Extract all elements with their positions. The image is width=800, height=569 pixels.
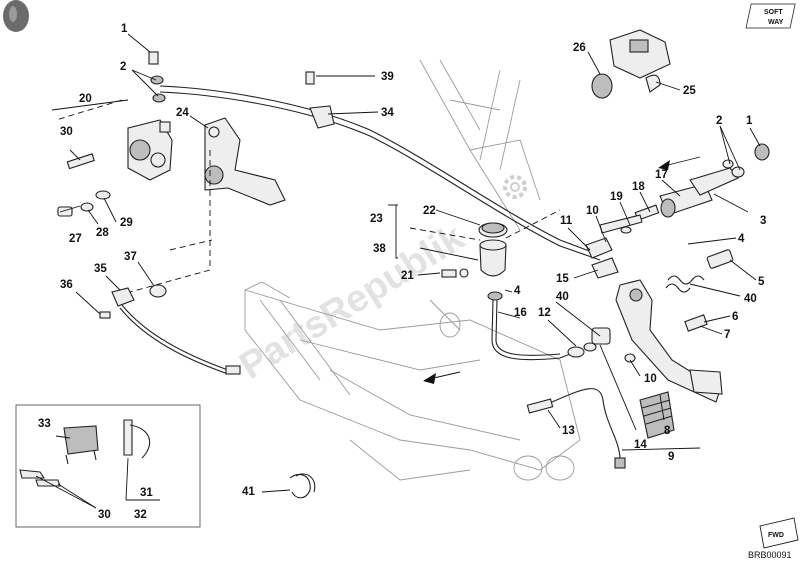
callout: 32 — [134, 509, 147, 521]
softway-logo: SOFT WAY — [745, 3, 796, 29]
callout: 34 — [381, 107, 394, 119]
callout: 22 — [423, 205, 436, 217]
callout: 1 — [746, 115, 753, 127]
pedal-pivot-bolt — [706, 249, 734, 269]
leader-lines — [35, 33, 761, 509]
direction-arrow-icon — [423, 371, 461, 384]
callout: 29 — [120, 217, 133, 229]
reservoir-bolt — [441, 268, 469, 278]
callout: 37 — [124, 251, 137, 263]
callout: 4 — [738, 233, 745, 245]
master-cylinder-upper — [591, 29, 671, 99]
callout: 8 — [664, 425, 671, 437]
callout: 40 — [556, 291, 569, 303]
hose-clamp — [305, 71, 335, 129]
rear-caliper — [66, 119, 173, 181]
callout: 9 — [668, 451, 674, 463]
upper-bolts — [722, 143, 770, 178]
fwd-arrow-icon: FWD — [759, 517, 799, 549]
pedal-bushing — [684, 314, 708, 332]
callout: 3 — [760, 215, 766, 227]
direction-arrow-icon — [658, 156, 701, 170]
watermark-gear-icon — [503, 175, 527, 199]
callout: 21 — [401, 270, 414, 282]
callout: 12 — [538, 307, 551, 319]
callout: 25 — [683, 85, 696, 97]
callout: 38 — [373, 243, 386, 255]
callout: 31 — [140, 487, 153, 499]
callout: 11 — [560, 215, 573, 227]
callout: 2 — [120, 61, 126, 73]
fluid-reservoir — [478, 222, 581, 361]
logo-line1: SOFT — [764, 9, 783, 16]
callout-labels: 1 2 20 30 24 39 34 26 25 2 1 17 18 19 3 … — [38, 23, 766, 521]
callout: 40 — [744, 293, 757, 305]
callout: 24 — [176, 107, 189, 119]
callout: 10 — [586, 205, 599, 217]
callout: 41 — [242, 486, 255, 498]
bushing-14 — [591, 327, 611, 345]
callout: 26 — [573, 42, 586, 54]
callout: 27 — [69, 233, 82, 245]
callout: 16 — [514, 307, 527, 319]
callout: 1 — [121, 23, 128, 35]
callout: 28 — [96, 227, 109, 239]
callout: 15 — [556, 273, 569, 285]
return-spring — [665, 275, 705, 293]
hose-fitting — [585, 237, 619, 279]
callout: 23 — [370, 213, 383, 225]
callout: 5 — [758, 276, 765, 288]
callout: 19 — [610, 191, 623, 203]
diagram-badge-icon — [3, 0, 29, 32]
brake-light-switch-cable — [526, 388, 626, 469]
frame-outline — [244, 59, 581, 481]
callout: 33 — [38, 418, 51, 430]
callout: 17 — [655, 169, 668, 181]
callout: 18 — [632, 181, 645, 193]
callout: 35 — [94, 263, 107, 275]
callout: 14 — [634, 439, 647, 451]
logo-line2: WAY — [768, 19, 784, 26]
callout: 36 — [60, 279, 73, 291]
callout: 10 — [644, 373, 657, 385]
hose-clip-41 — [289, 473, 316, 499]
callout: 30 — [60, 126, 73, 138]
callout: 39 — [381, 71, 394, 83]
brake-hose — [159, 85, 601, 261]
caliper-bracket — [204, 117, 286, 206]
fwd-label: FWD — [768, 532, 784, 539]
callout: 13 — [562, 425, 575, 437]
callout: 30 — [98, 509, 111, 521]
caliper-bolts — [57, 190, 111, 217]
washers-12 — [567, 342, 597, 358]
callout: 20 — [79, 93, 92, 105]
speed-sensor — [99, 284, 241, 375]
bleed-screw — [148, 51, 166, 103]
callout: 4 — [514, 285, 521, 297]
inset-box — [15, 404, 201, 528]
rubber-boot — [624, 353, 675, 439]
callout: 7 — [724, 329, 730, 341]
watermark-text: PartsRepublik — [233, 216, 473, 387]
callout: 2 — [716, 115, 722, 127]
diagram-code: BRB00091 — [748, 550, 792, 560]
callout: 6 — [732, 311, 738, 323]
brake-pedal — [615, 279, 723, 403]
